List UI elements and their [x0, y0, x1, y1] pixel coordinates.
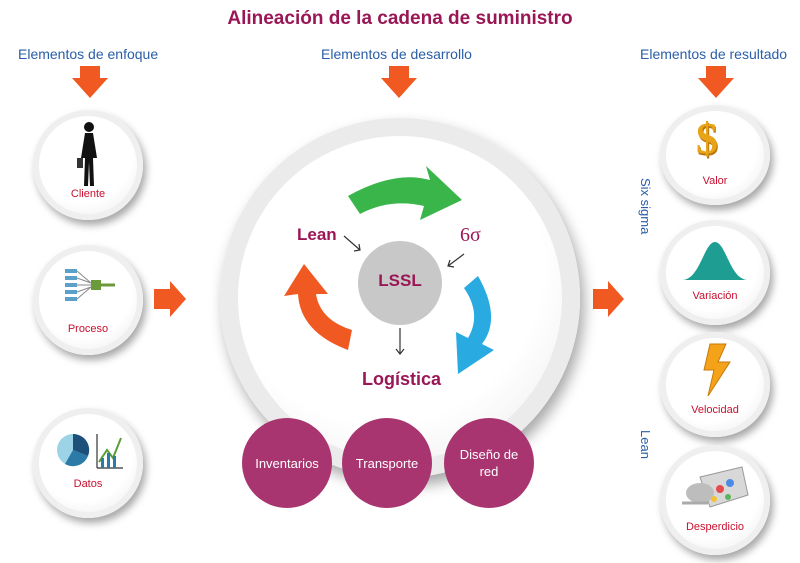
development-down-arrow — [381, 66, 417, 98]
focus-label-datos: Datos — [73, 478, 103, 490]
dev-item-transporte: Transporte — [342, 418, 432, 508]
focus-to-center-arrow — [154, 281, 186, 317]
focus-label-cliente: Cliente — [70, 188, 106, 200]
data-chart-icon — [57, 433, 123, 469]
result-item-valor: $ Valor — [660, 105, 770, 205]
green-cycle-arrow — [348, 166, 462, 220]
six-sigma-side-label: Six sigma — [638, 178, 653, 235]
result-item-variacion: Variación — [660, 220, 770, 325]
woman-silhouette-icon — [77, 122, 97, 186]
result-label-desperdicio: Desperdicio — [685, 521, 745, 533]
dev-item-diseno-de-red: Diseño de red — [444, 418, 534, 508]
focus-down-arrow — [72, 66, 108, 98]
core-label: LSSL — [378, 271, 422, 290]
lightning-icon — [703, 343, 731, 397]
cycle-arrows — [284, 166, 494, 374]
result-label-valor: Valor — [702, 175, 728, 187]
result-item-velocidad: Velocidad — [660, 332, 770, 437]
result-column-header: Elementos de resultado — [640, 46, 788, 62]
lean-label: Lean — [297, 225, 337, 244]
result-item-desperdicio: Desperdicio — [660, 445, 770, 555]
focus-label-proceso: Proceso — [67, 323, 109, 335]
process-flow-icon — [65, 269, 115, 301]
result-label-variacion: Variación — [692, 290, 738, 302]
six-sigma-label: 6σ — [460, 224, 481, 246]
focus-item-proceso: Proceso — [33, 245, 143, 355]
focus-item-cliente: Cliente — [33, 110, 143, 220]
logistics-label: Logística — [362, 369, 442, 389]
focus-item-datos: Datos — [33, 408, 143, 518]
focus-column-header: Elementos de enfoque — [18, 46, 159, 62]
lean-side-label: Lean — [638, 430, 653, 459]
blue-cycle-arrow — [456, 276, 494, 374]
page-title: Alineación de la cadena de suministro — [227, 8, 573, 29]
dollar-icon: $ — [696, 114, 718, 163]
development-column-header: Elementos de desarrollo — [321, 46, 472, 62]
orange-cycle-arrow — [284, 264, 352, 350]
result-label-velocidad: Velocidad — [691, 404, 739, 416]
dev-item-inventarios: Inventarios — [242, 418, 332, 508]
trash-can-icon — [682, 466, 749, 508]
bell-curve-icon — [682, 242, 748, 280]
result-down-arrow — [698, 66, 734, 98]
center-to-result-arrow — [593, 281, 624, 317]
